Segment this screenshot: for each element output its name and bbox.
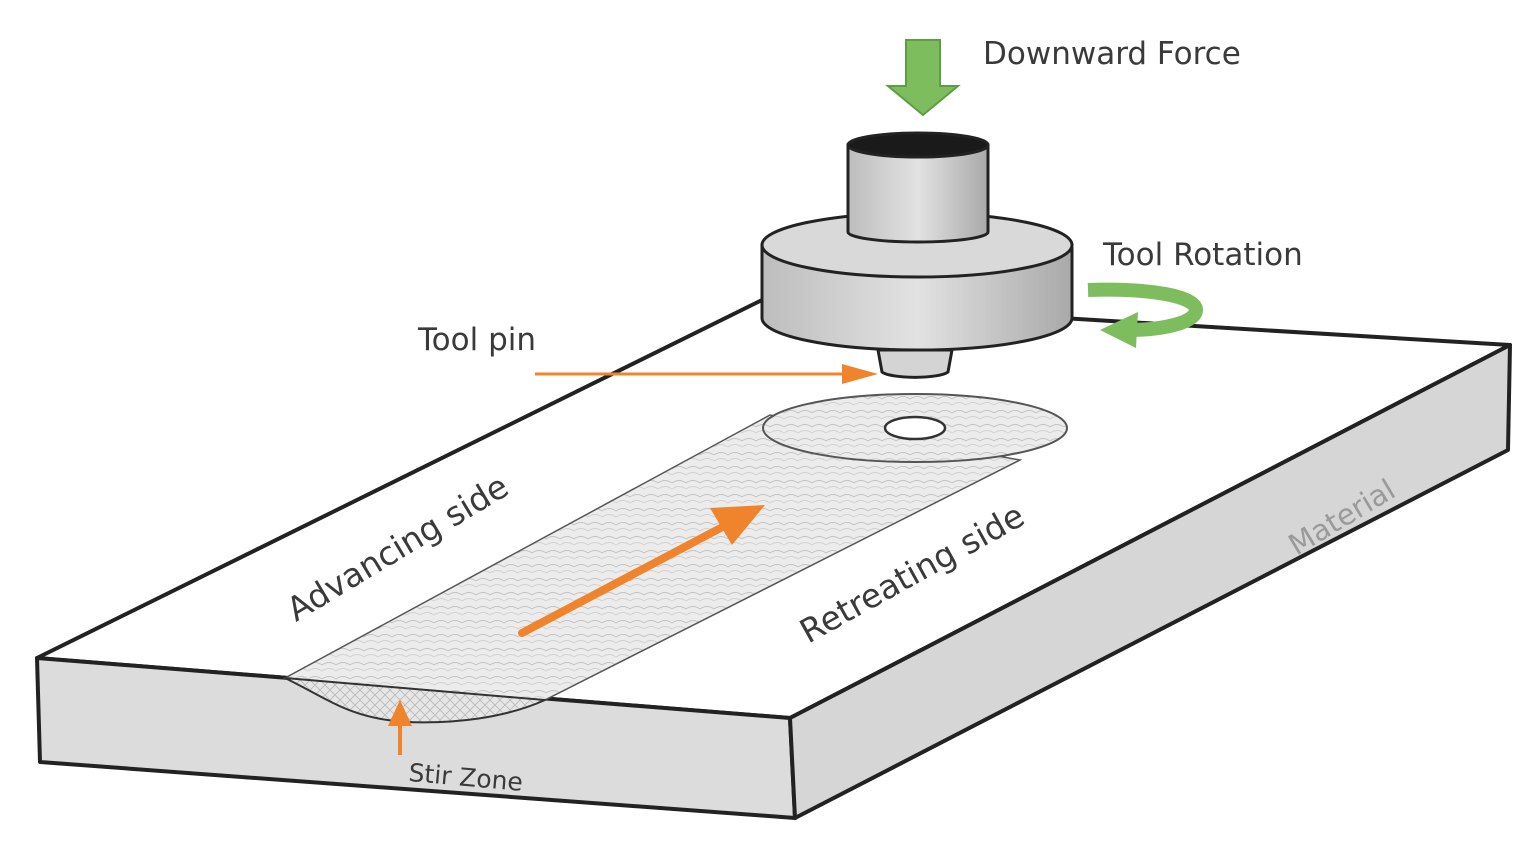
tool-pin-pointer — [535, 364, 878, 384]
weld-seam — [282, 393, 1068, 724]
pin-hole — [883, 415, 947, 441]
fsw-tool — [760, 131, 1074, 379]
downward-force-label: Downward Force — [983, 36, 1241, 72]
tool-rotation-arrow — [1087, 282, 1204, 348]
tool-shank-top — [846, 131, 990, 159]
downward-force-arrow — [885, 39, 961, 117]
tool-shank — [846, 143, 990, 244]
weld-direction-arrow — [518, 505, 765, 637]
plate-side-face — [788, 343, 1512, 820]
tool-pin-label: Tool pin — [418, 322, 537, 358]
tool-rotation-label: Tool Rotation — [1103, 237, 1303, 273]
stir-zone-pointer — [388, 700, 412, 755]
tool-pin-shape — [876, 348, 954, 379]
